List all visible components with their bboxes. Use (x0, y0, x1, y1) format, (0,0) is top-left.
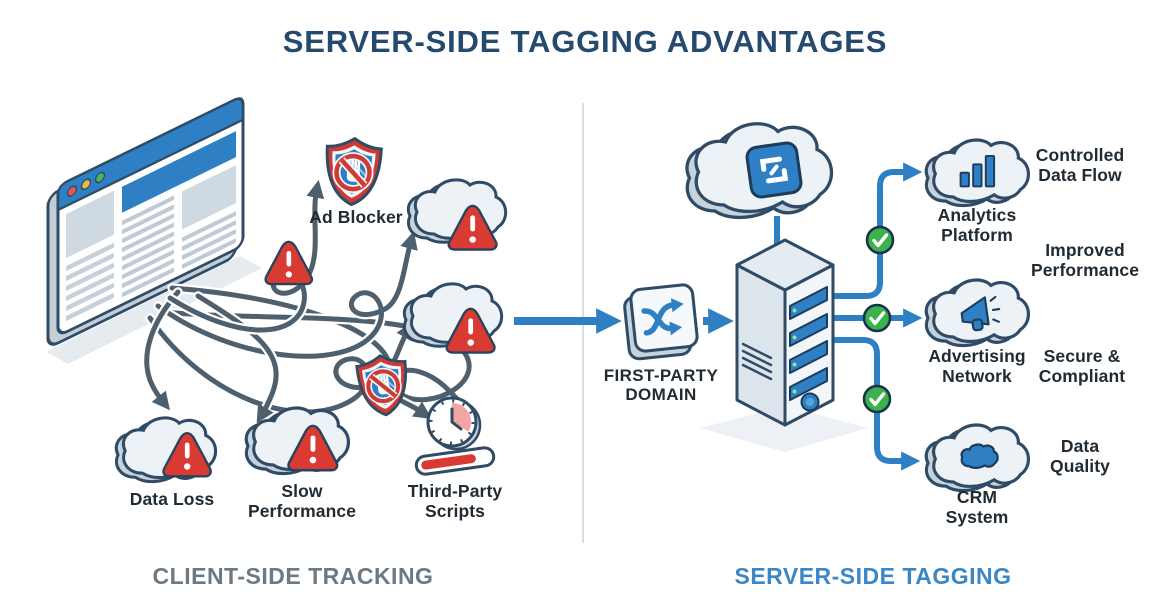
cloud-warning-icon (406, 178, 508, 251)
traffic-light-green (94, 171, 106, 184)
cloud-crm-icon (924, 423, 1031, 493)
server-tower-icon (700, 238, 868, 452)
section-label-server-side: SERVER-SIDE TAGGING (734, 563, 1012, 589)
cloud-megaphone-icon (924, 278, 1031, 348)
cloud-warning-icon (114, 416, 218, 484)
label-ad-blocker: Ad Blocker (309, 207, 403, 227)
traffic-light-yellow (80, 178, 92, 191)
browser-titlebar (56, 97, 245, 212)
green-check-icon (862, 384, 892, 414)
progress-bar-icon (414, 446, 496, 476)
page-hero-banner (122, 131, 236, 213)
label-benefit-data-quality: Data Quality (1049, 436, 1111, 476)
label-third-party-scripts: Third-Party Scripts (407, 481, 503, 521)
label-advertising-network: Advertising Network (928, 346, 1026, 386)
browser-window-icon (46, 97, 245, 346)
section-label-client-side: CLIENT-SIDE TRACKING (152, 563, 434, 589)
cloud-warning-icon (402, 282, 504, 354)
green-check-icon (862, 303, 892, 333)
green-check-icon (865, 225, 895, 255)
timer-icon (426, 396, 482, 451)
browser-shadow (46, 256, 262, 364)
routing-switch-icon (623, 283, 699, 361)
traffic-light-red (66, 185, 78, 197)
label-analytics-platform: Analytics Platform (937, 205, 1017, 245)
cloud-warning-icon (244, 406, 351, 476)
label-benefit-improved-performance: Improved Performance (1030, 240, 1140, 280)
label-data-loss: Data Loss (129, 489, 215, 509)
tag-logo-icon (745, 141, 803, 199)
label-benefit-controlled-data-flow: Controlled Data Flow (1035, 145, 1125, 185)
label-benefit-secure-compliant: Secure & Compliant (1038, 346, 1126, 386)
page-title: SERVER-SIDE TAGGING ADVANTAGES (282, 24, 888, 59)
cloud-bar-chart-icon (924, 138, 1031, 208)
label-first-party-domain: FIRST-PARTY DOMAIN (603, 366, 719, 405)
label-crm-system: CRM System (945, 487, 1009, 527)
label-slow-performance: Slow Performance (247, 481, 357, 521)
warning-triangle-icon (264, 240, 314, 286)
blocked-shield-icon (324, 137, 381, 206)
